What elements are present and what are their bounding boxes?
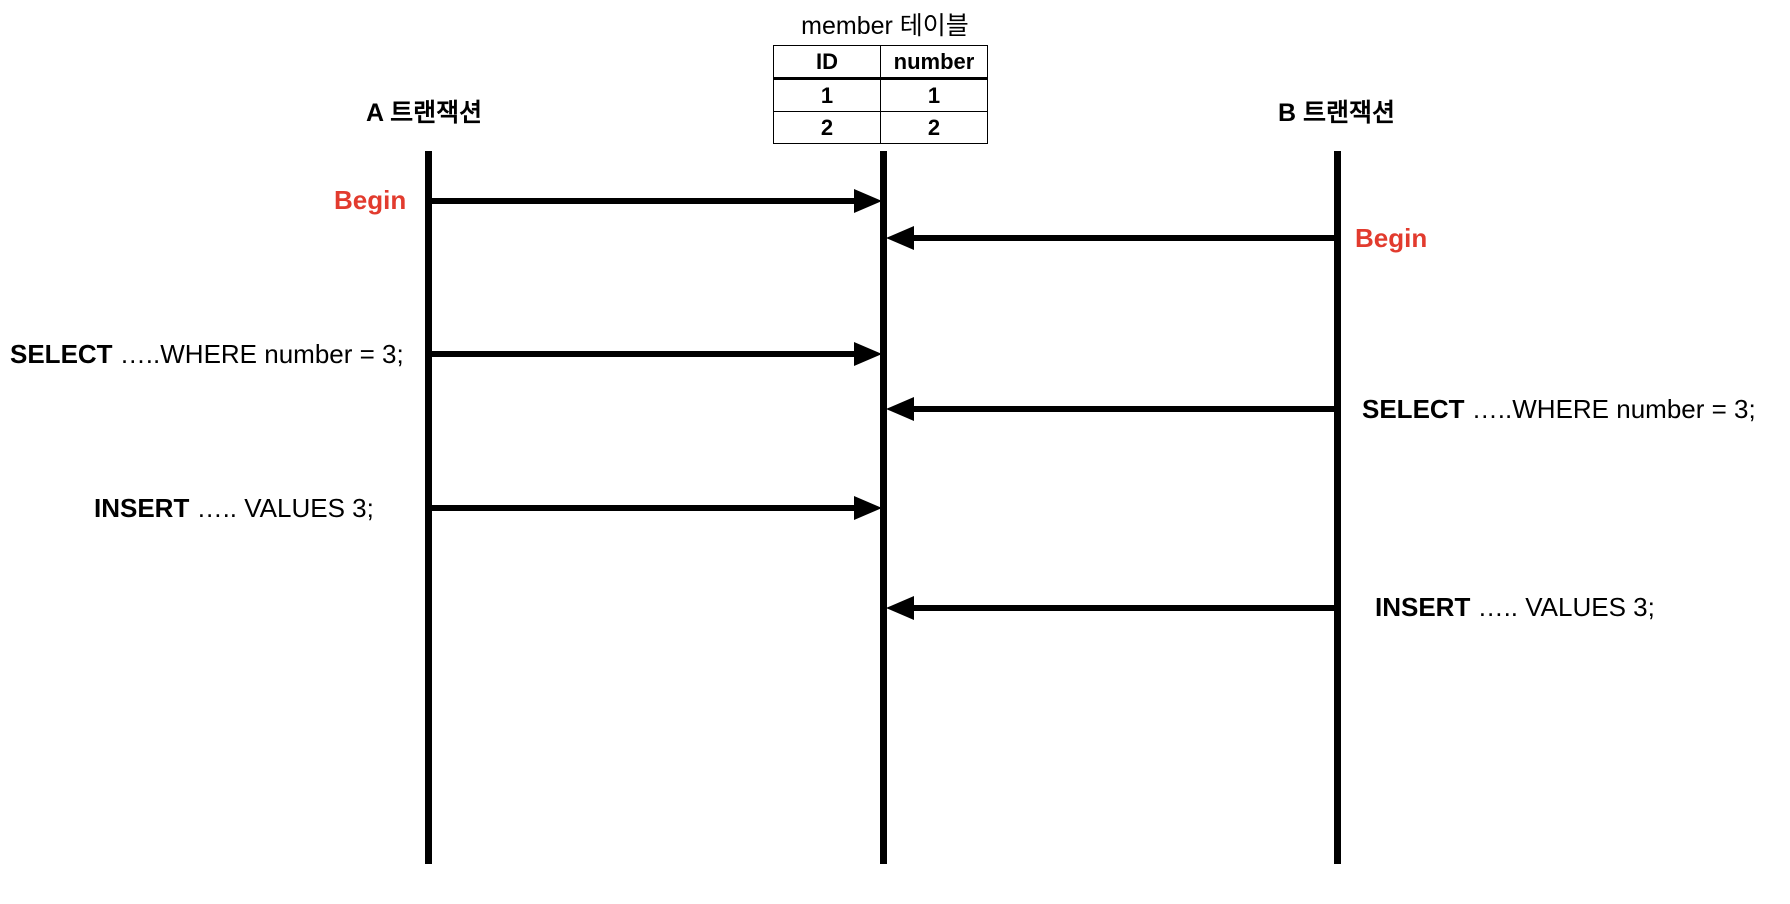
sql-keyword: INSERT	[1375, 592, 1471, 622]
table-cell: 2	[773, 111, 881, 144]
lane-title-a: A 트랜잭션	[366, 99, 483, 127]
table-caption: member 테이블	[801, 12, 969, 40]
sql-rest: …..WHERE number = 3;	[112, 339, 404, 369]
table-cell: 1	[773, 78, 881, 112]
table-header-number: number	[880, 45, 988, 80]
sql-keyword: SELECT	[10, 339, 113, 369]
begin-label-b: Begin	[1355, 223, 1428, 253]
query-label-a-insert: INSERT ….. VALUES 3;	[94, 493, 374, 523]
lifeline-b	[1334, 151, 1341, 864]
begin-label-a: Begin	[334, 185, 407, 215]
sql-rest: ….. VALUES 3;	[1470, 592, 1655, 622]
sql-keyword: SELECT	[1362, 394, 1465, 424]
query-label-a-select: SELECT …..WHERE number = 3;	[10, 339, 404, 369]
arrow-b-insert	[886, 593, 1334, 623]
sql-rest: ….. VALUES 3;	[189, 493, 374, 523]
table-cell: 1	[880, 78, 988, 112]
arrow-a-insert	[431, 493, 882, 523]
lane-title-b: B 트랜잭션	[1278, 99, 1396, 127]
arrow-a-begin	[431, 186, 882, 216]
table-row: 1 1	[773, 78, 988, 112]
arrow-b-begin	[886, 223, 1334, 253]
lifeline-a	[425, 151, 432, 864]
query-label-b-select: SELECT …..WHERE number = 3;	[1362, 394, 1756, 424]
arrow-a-select	[431, 339, 882, 369]
table-header-row: ID number	[773, 45, 988, 80]
table-cell: 2	[880, 111, 988, 144]
query-label-b-insert: INSERT ….. VALUES 3;	[1375, 592, 1655, 622]
sql-keyword: INSERT	[94, 493, 190, 523]
sql-rest: …..WHERE number = 3;	[1464, 394, 1756, 424]
lifeline-table	[880, 151, 887, 864]
table-row: 2 2	[773, 111, 988, 144]
member-table: ID number 1 1 2 2	[773, 45, 988, 144]
table-header-id: ID	[773, 45, 881, 80]
arrow-b-select	[886, 394, 1334, 424]
